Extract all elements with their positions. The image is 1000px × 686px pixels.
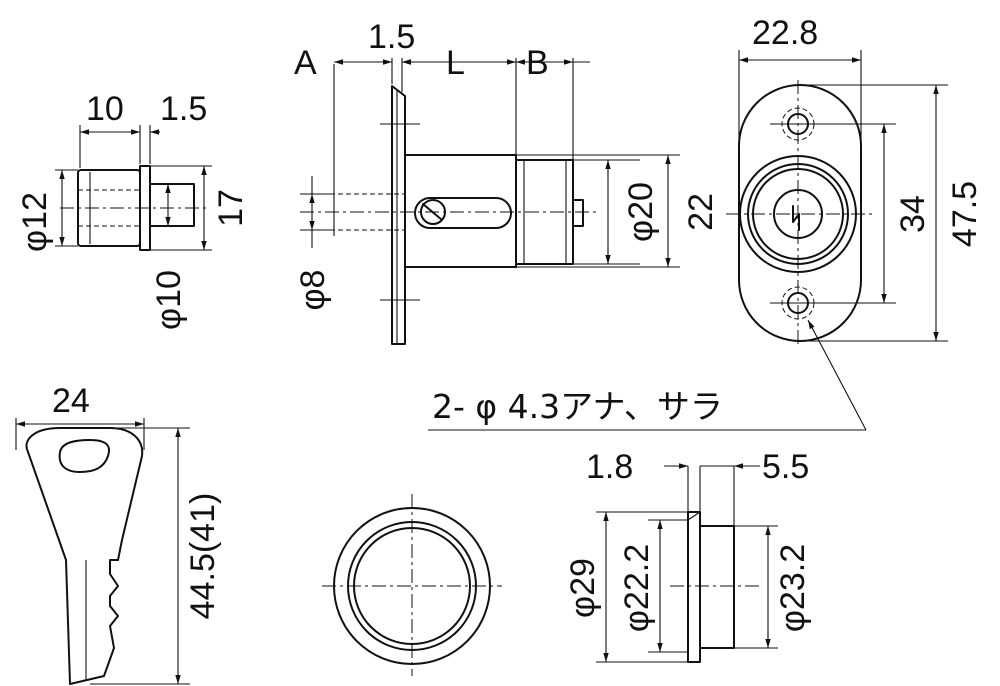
dim-small-17: 17 [212, 189, 250, 227]
dim-side-phi8: φ8 [294, 270, 332, 311]
dim-side-L: L [446, 44, 465, 82]
key-view: 24 44.5(41) [15, 382, 222, 685]
dim-small-phi10: φ10 [150, 270, 188, 330]
dim-side-A: A [294, 44, 317, 82]
dim-front-22-8: 22.8 [752, 14, 818, 52]
dim-washer-5-5: 5.5 [762, 448, 809, 486]
washer-front-view [322, 494, 502, 676]
small-cylinder-view: 10 1.5 φ12 17 φ10 [16, 90, 250, 330]
note-holes: 2- φ 4.3アナ、サラ [432, 387, 723, 426]
dim-small-flange-1-5: 1.5 [160, 90, 207, 128]
dim-washer-phi23-2: φ23.2 [774, 544, 812, 632]
dim-side-1-5: 1.5 [368, 18, 415, 56]
front-view: 22.8 34 47.5 [726, 14, 984, 348]
dim-front-47-5: 47.5 [946, 181, 984, 247]
dim-washer-1-8: 1.8 [586, 448, 633, 486]
dim-side-22: 22 [682, 193, 720, 231]
side-view: A 1.5 L B φ8 φ20 22 [294, 18, 720, 345]
dim-key-24: 24 [52, 382, 90, 420]
dim-side-phi20: φ20 [622, 182, 660, 242]
dim-washer-phi29: φ29 [564, 558, 602, 618]
hole-note: 2- φ 4.3アナ、サラ [428, 319, 867, 431]
dim-small-phi12: φ12 [16, 192, 54, 252]
dim-side-B: B [526, 44, 549, 82]
dim-small-width-10: 10 [86, 90, 124, 128]
dim-washer-phi22-2: φ22.2 [618, 544, 656, 632]
washer-side-view: 1.8 5.5 φ29 φ22.2 φ23.2 [564, 448, 812, 663]
dim-key-44-5: 44.5(41) [184, 493, 222, 620]
dim-front-34: 34 [894, 195, 932, 233]
